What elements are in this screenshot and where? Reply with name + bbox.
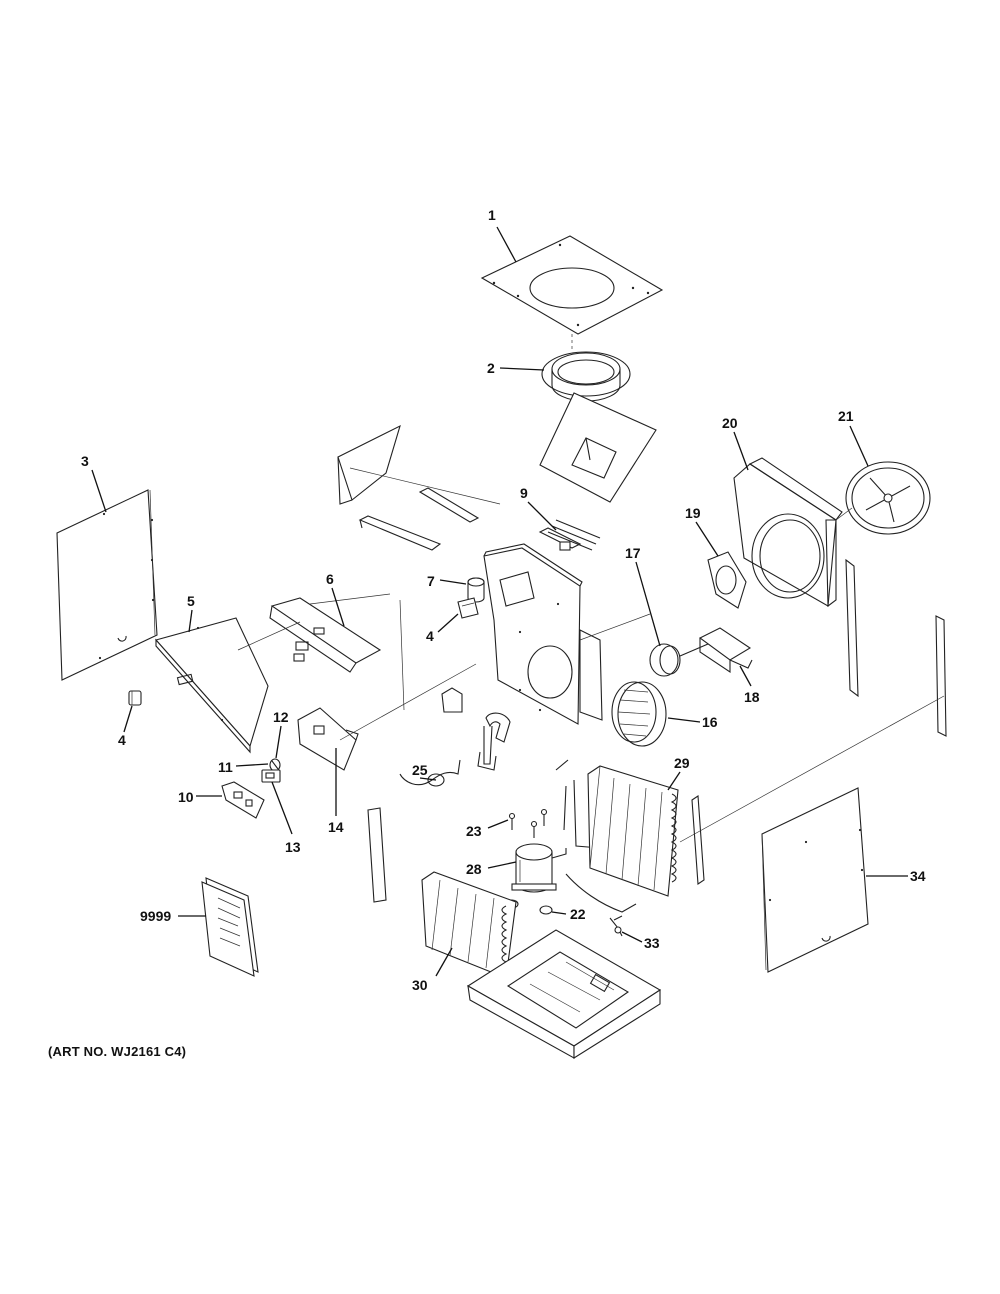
callout-5: 5 (187, 593, 195, 609)
art-number: (ART NO. WJ2161 C4) (48, 1044, 187, 1059)
leader-11 (235, 763, 269, 767)
heater-drawing (538, 519, 601, 551)
leader-23 (487, 819, 509, 829)
leader-18 (739, 665, 752, 687)
leader-4a (123, 705, 133, 733)
callout-16: 16 (702, 714, 718, 730)
callout-21: 21 (838, 408, 854, 424)
blower-wheel-drawing (611, 681, 667, 747)
leader-2 (499, 367, 545, 371)
gasket-strip-drawing (367, 807, 387, 903)
callout-28: 28 (466, 861, 482, 877)
control-cover-drawing (155, 617, 269, 754)
leader-29 (667, 771, 681, 791)
condenser-coil-drawing (587, 765, 705, 897)
air-chute-drawing (539, 392, 657, 503)
leader-4b (437, 613, 459, 633)
leader-22 (551, 911, 567, 915)
callout-7: 7 (427, 573, 435, 589)
control-box-drawing (297, 707, 359, 771)
motor-mount-drawing (698, 627, 753, 674)
angle-strip-drawing (358, 515, 442, 551)
callout-4a: 4 (118, 732, 126, 748)
screws-drawing (508, 808, 548, 838)
leader-3 (91, 469, 107, 513)
tubing-drawing (399, 759, 461, 787)
callout-12: 12 (273, 709, 289, 725)
callout-20: 20 (722, 415, 738, 431)
leader-25 (419, 777, 437, 781)
callout-29: 29 (674, 755, 690, 771)
capacitor-clip-drawing (457, 597, 479, 619)
callout-10: 10 (178, 789, 194, 805)
leader-5 (188, 609, 193, 633)
callout-17: 17 (625, 545, 641, 561)
evaporator-coil-drawing (421, 871, 517, 979)
bulkhead-bracket-drawing (441, 687, 463, 713)
leader-21 (849, 425, 869, 467)
thermistor-drawing (609, 915, 623, 937)
leader-13 (271, 781, 293, 835)
callout-30: 30 (412, 977, 428, 993)
leader-17 (635, 561, 661, 647)
sensor-clip-drawing (269, 758, 281, 772)
callout-9999: 9999 (140, 908, 171, 924)
switch-drawing (261, 769, 281, 783)
callout-13: 13 (285, 839, 301, 855)
callout-33: 33 (644, 935, 660, 951)
bulkhead-drawing (483, 543, 603, 725)
control-board-drawing (221, 781, 265, 819)
control-bracket-drawing (269, 597, 382, 673)
callout-22: 22 (570, 906, 586, 922)
leader-28 (487, 861, 517, 869)
leader-30 (435, 947, 453, 977)
manual-drawing (201, 877, 259, 977)
rail-strip-drawing (418, 487, 480, 523)
leader-33 (621, 931, 643, 943)
fan-motor-drawing (649, 643, 709, 677)
leader-19 (695, 521, 719, 557)
top-panel-drawing (480, 235, 664, 352)
condenser-fan-drawing (845, 461, 931, 535)
leader-1 (496, 226, 517, 263)
leader-16 (667, 717, 701, 723)
callout-1: 1 (488, 207, 496, 223)
callout-6: 6 (326, 571, 334, 587)
capacitor-drawing (467, 577, 485, 603)
compressor-drawing (511, 843, 567, 893)
knob-drawing (128, 690, 142, 706)
callout-4b: 4 (426, 628, 434, 644)
shroud-drawing (733, 457, 843, 608)
leader-7 (439, 579, 467, 585)
callout-18: 18 (744, 689, 760, 705)
callout-25: 25 (412, 762, 428, 778)
callout-23: 23 (466, 823, 482, 839)
base-pan-drawing (466, 929, 662, 1059)
left-side-panel-drawing (56, 489, 158, 681)
drain-hose-drawing (477, 712, 511, 771)
duct-collar-drawing (541, 351, 631, 402)
orifice-plate-drawing (707, 551, 747, 609)
leader-9 (527, 501, 557, 531)
leader-lines (91, 226, 908, 977)
callout-34: 34 (910, 868, 926, 884)
callout-9: 9 (520, 485, 528, 501)
leader-12 (275, 725, 282, 759)
right-side-panel-drawing (761, 787, 869, 973)
partition-sheet-drawing (337, 424, 401, 505)
callout-19: 19 (685, 505, 701, 521)
callout-2: 2 (487, 360, 495, 376)
callout-11: 11 (218, 759, 233, 775)
callout-14: 14 (328, 819, 344, 835)
callout-labels: 1 2 3 4 4 5 6 7 9 10 11 12 13 14 16 17 1… (81, 207, 926, 993)
right-strip-drawing (845, 558, 947, 737)
leader-6 (331, 587, 345, 627)
leader-20 (733, 431, 749, 471)
callout-3: 3 (81, 453, 89, 469)
